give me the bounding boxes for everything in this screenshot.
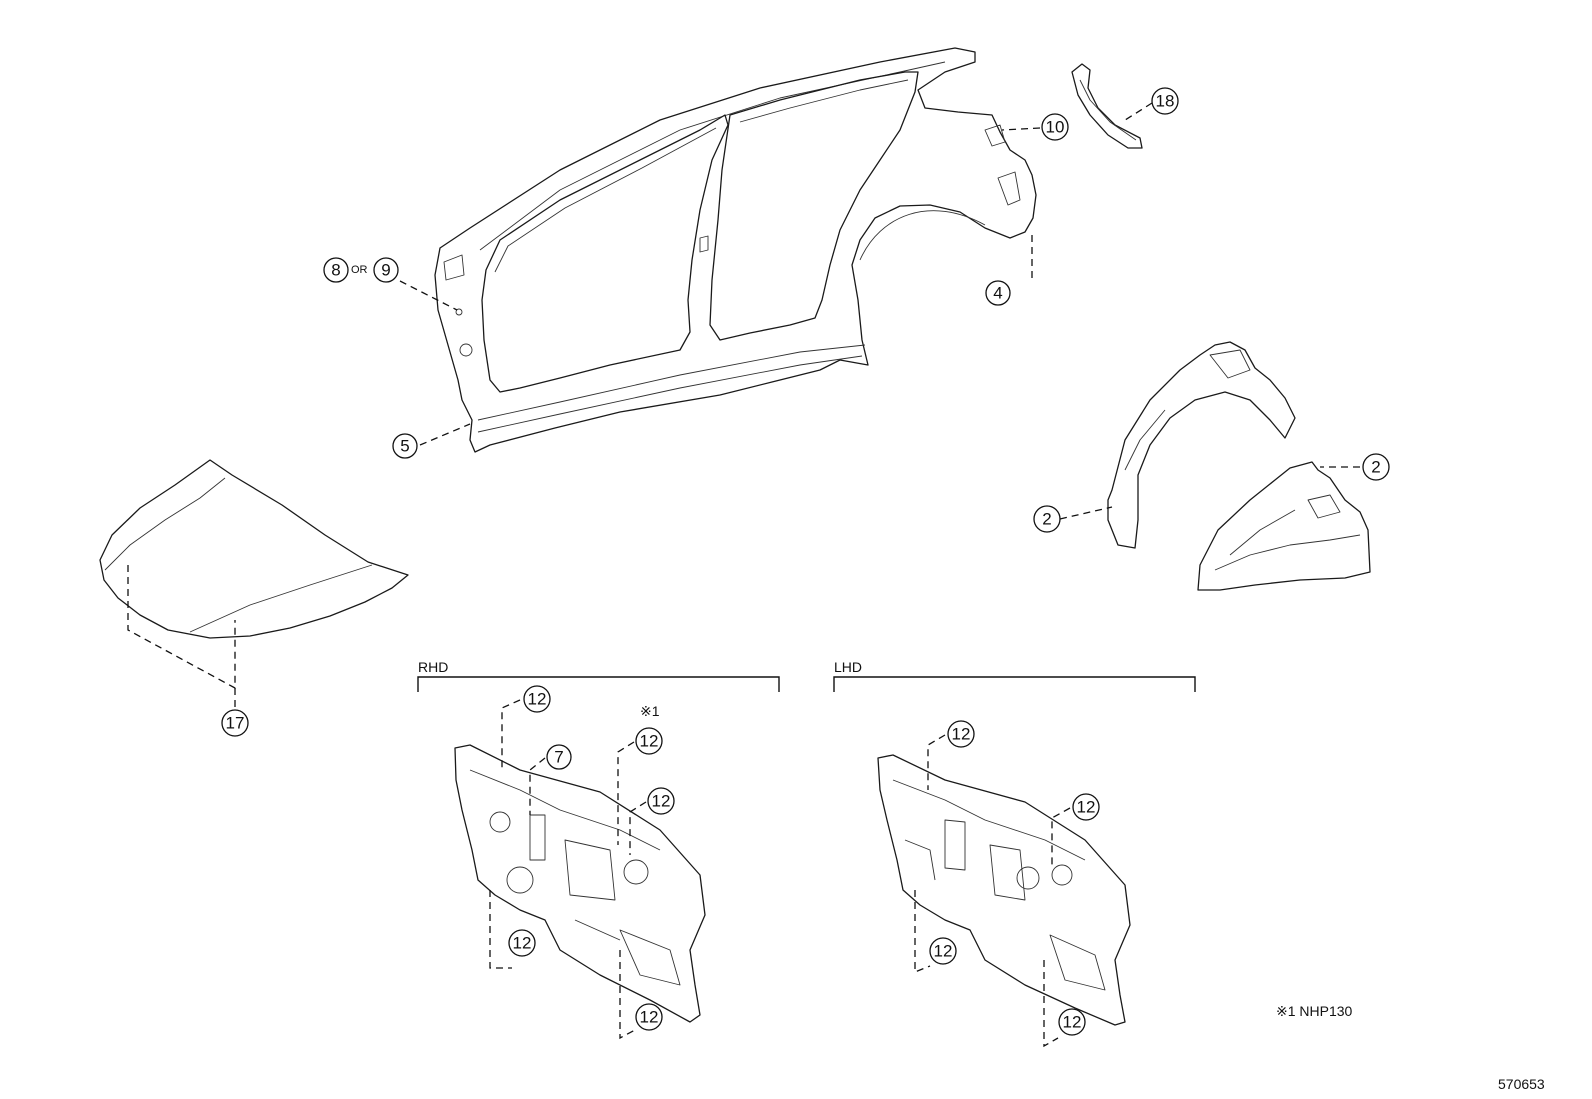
svg-text:12: 12 — [528, 690, 547, 709]
part-2-wheelhouse-outer — [1197, 461, 1371, 591]
svg-text:12: 12 — [952, 725, 971, 744]
leader-lines — [127, 102, 1360, 1048]
svg-text:18: 18 — [1156, 92, 1175, 111]
svg-text:17: 17 — [226, 714, 245, 733]
callout-18: 18 — [1151, 87, 1179, 115]
lhd-callout-12-bottom-left: 12 — [929, 937, 957, 965]
rhd-callout-12-right: 12 — [647, 787, 675, 815]
svg-text:4: 4 — [993, 284, 1002, 303]
svg-text:12: 12 — [1063, 1013, 1082, 1032]
rhd-callout-12-noted: 12 — [635, 727, 663, 755]
callout-2-left: 2 — [1033, 505, 1061, 533]
lhd-label: LHD — [834, 659, 862, 675]
rhd-bracket — [417, 676, 780, 692]
lhd-callout-12-bottom-right: 12 — [1058, 1008, 1086, 1036]
rhd-dash-panel — [454, 744, 706, 1023]
rhd-callout-7: 7 — [546, 744, 572, 770]
svg-text:10: 10 — [1046, 118, 1065, 137]
callout-9: 9 — [373, 257, 399, 283]
svg-text:12: 12 — [640, 1008, 659, 1027]
part-17-hood — [99, 459, 409, 639]
part-2-wheelhouse-inner — [1107, 341, 1296, 549]
callout-5: 5 — [392, 433, 418, 459]
callout-17: 17 — [221, 709, 249, 737]
callout-10: 10 — [1041, 113, 1069, 141]
footnote-text: ※1 NHP130 — [1276, 1003, 1353, 1019]
callout-4: 4 — [985, 280, 1011, 306]
rhd-label: RHD — [418, 659, 448, 675]
svg-text:2: 2 — [1042, 510, 1051, 529]
svg-text:5: 5 — [400, 437, 409, 456]
svg-text:12: 12 — [652, 792, 671, 811]
svg-text:12: 12 — [513, 934, 532, 953]
rhd-callout-12-top: 12 — [523, 685, 551, 713]
svg-text:12: 12 — [1077, 798, 1096, 817]
callout-or-text: OR — [351, 264, 368, 276]
svg-text:7: 7 — [554, 748, 563, 767]
svg-text:9: 9 — [381, 261, 390, 280]
lhd-bracket — [833, 676, 1196, 692]
part-18-bracket — [1071, 63, 1143, 149]
rhd-callout-12-bottom-right: 12 — [635, 1003, 663, 1031]
lhd-callout-12-top: 12 — [947, 720, 975, 748]
side-panel-outer — [434, 47, 1037, 453]
rhd-callout-12-bottom-left: 12 — [508, 929, 536, 957]
diagram-id: 570653 — [1498, 1076, 1545, 1092]
lhd-callout-12-right: 12 — [1072, 793, 1100, 821]
lhd-dash-panel — [877, 754, 1131, 1026]
callout-2-right: 2 — [1362, 453, 1390, 481]
svg-text:2: 2 — [1371, 458, 1380, 477]
rhd-note-mark: ※1 — [640, 703, 660, 719]
svg-text:12: 12 — [934, 942, 953, 961]
callout-8: 8 — [323, 257, 349, 283]
svg-text:8: 8 — [331, 261, 340, 280]
svg-text:12: 12 — [640, 732, 659, 751]
